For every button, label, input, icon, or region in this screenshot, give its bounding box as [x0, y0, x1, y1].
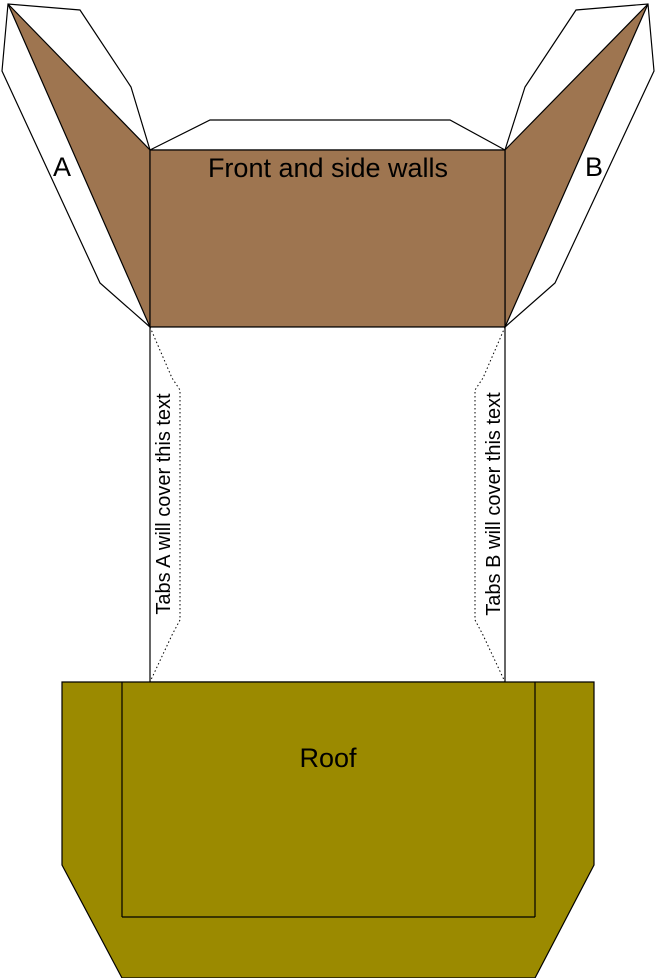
tabs-a-note: Tabs A will cover this text: [153, 393, 175, 615]
front-wall-panel: [149, 149, 506, 328]
tab-b-label: B: [585, 152, 603, 182]
tabs-b-note: Tabs B will cover this text: [483, 392, 505, 616]
tab-b-cover-guide: [474, 326, 506, 683]
tab-a-label: A: [53, 152, 71, 182]
tab-a-cover-guide: [149, 326, 181, 683]
roof-panel: [61, 681, 595, 978]
roof-label: Roof: [299, 743, 357, 773]
front-side-walls-label: Front and side walls: [208, 153, 448, 183]
top-wall-tab: [149, 119, 506, 151]
tab-a-outer-strip: [1, 3, 151, 329]
tab-b-outer-strip: [504, 3, 655, 329]
floor-panel: [149, 326, 506, 683]
